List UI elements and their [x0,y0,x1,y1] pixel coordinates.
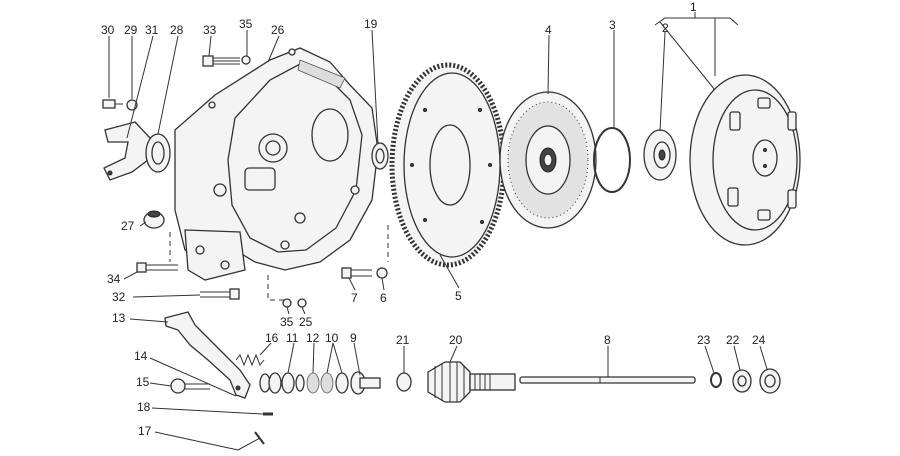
label-19: 19 [364,17,378,31]
label-35-top: 35 [239,17,253,31]
leader-lines [108,18,768,451]
label-6: 6 [380,291,387,305]
label-18: 18 [137,400,151,414]
label-26: 26 [271,23,285,37]
release-bearing-2 [643,129,677,181]
label-14: 14 [134,349,148,363]
pressure-plate-1 [689,74,801,246]
label-34: 34 [107,272,121,286]
label-4: 4 [545,23,552,37]
label-25: 25 [299,315,313,329]
label-1: 1 [690,0,697,14]
label-bracket-1 [654,17,739,26]
label-7: 7 [351,291,358,305]
labels: 1 2 3 4 5 6 7 8 9 10 11 12 13 14 15 16 1… [101,0,766,438]
bushing-22 [732,369,752,393]
assembly-line [267,275,285,301]
label-29: 29 [124,23,138,37]
label-9: 9 [350,331,357,345]
washer-6 [376,267,388,279]
label-30: 30 [101,23,115,37]
label-12: 12 [306,331,320,345]
label-16: 16 [265,331,279,345]
bolt-7 [341,267,372,279]
label-27: 27 [121,219,135,233]
snap-ring-3 [593,127,631,193]
label-23: 23 [697,333,711,347]
label-31: 31 [145,23,159,37]
label-33: 33 [203,23,217,37]
bolt-32 [200,288,240,300]
segment-plate-31 [103,121,151,181]
label-2: 2 [662,21,669,35]
flywheel-5 [389,62,507,268]
label-8: 8 [604,333,611,347]
ring-23 [710,372,722,388]
label-21: 21 [396,333,410,347]
nut-15 [170,378,210,394]
screw-33 [202,55,240,67]
label-10: 10 [325,331,339,345]
lever-13 [164,311,251,399]
washer-35-bottom [282,298,292,308]
label-32: 32 [112,290,126,304]
bearing-28 [145,133,171,173]
label-3: 3 [609,18,616,32]
shaft-stack-9-12 [259,371,381,395]
washer-35-top [241,55,251,65]
label-17: 17 [138,424,152,438]
pin-17 [237,431,265,451]
label-35-bottom: 35 [280,315,294,329]
label-28: 28 [170,23,184,37]
clutch-disc-4 [499,91,597,229]
gear-shaft-20 [427,361,516,403]
bell-housing [174,47,379,281]
nut-21 [396,372,412,392]
nut-25 [297,298,307,308]
label-11: 11 [286,331,299,345]
label-13: 13 [112,311,126,325]
label-20: 20 [449,333,463,347]
bolt-30 [102,99,123,109]
nut-24 [759,368,781,394]
label-24: 24 [752,333,766,347]
spring-16 [235,353,265,367]
seal-19 [371,142,389,170]
label-22: 22 [726,333,740,347]
plug-27 [143,210,165,229]
label-5: 5 [455,289,462,303]
rod-8 [519,376,696,384]
bolt-34 [136,262,178,273]
label-15: 15 [136,375,150,389]
